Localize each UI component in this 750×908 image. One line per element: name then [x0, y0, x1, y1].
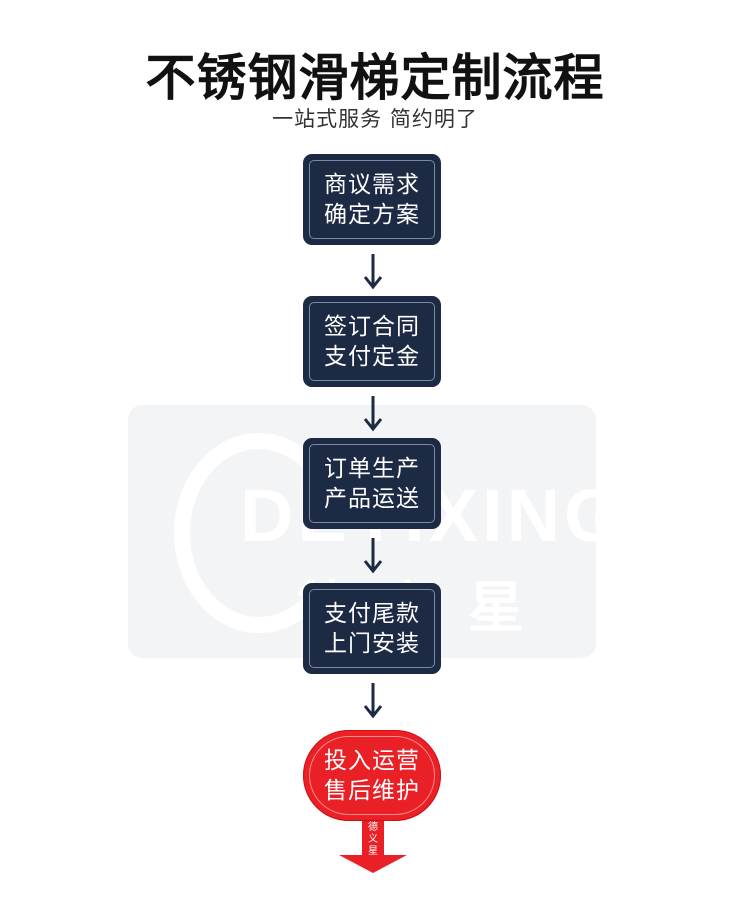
arrow-down-icon	[363, 538, 383, 574]
step-1-line-2: 确定方案	[324, 201, 420, 228]
page-title: 不锈钢滑梯定制流程	[145, 49, 605, 107]
step-2-line-1: 签订合同	[324, 313, 420, 340]
step-1-line-1: 商议需求	[324, 171, 420, 198]
final-step-line-1: 投入运营	[324, 747, 420, 774]
final-step-line-2: 售后维护	[324, 777, 420, 804]
step-3-box: 订单生产 产品运送	[303, 438, 441, 529]
step-4-line-2: 上门安装	[324, 630, 420, 657]
step-2-line-2: 支付定金	[324, 343, 420, 370]
step-4-line-1: 支付尾款	[324, 600, 420, 627]
step-2-box: 签订合同 支付定金	[303, 296, 441, 387]
page-subtitle: 一站式服务 简约明了	[272, 107, 478, 131]
red-arrow-tail	[362, 821, 384, 861]
arrow-down-icon	[363, 396, 383, 432]
red-arrow-down-icon	[339, 855, 407, 873]
step-3-line-2: 产品运送	[324, 485, 420, 512]
arrow-down-icon	[363, 683, 383, 719]
arrow-down-icon	[363, 254, 383, 290]
step-3-line-1: 订单生产	[324, 455, 420, 482]
step-4-box: 支付尾款 上门安装	[303, 583, 441, 674]
final-step-box: 投入运营 售后维护	[303, 730, 441, 821]
step-1-box: 商议需求 确定方案	[303, 154, 441, 245]
tail-label: 德义星	[368, 822, 378, 857]
